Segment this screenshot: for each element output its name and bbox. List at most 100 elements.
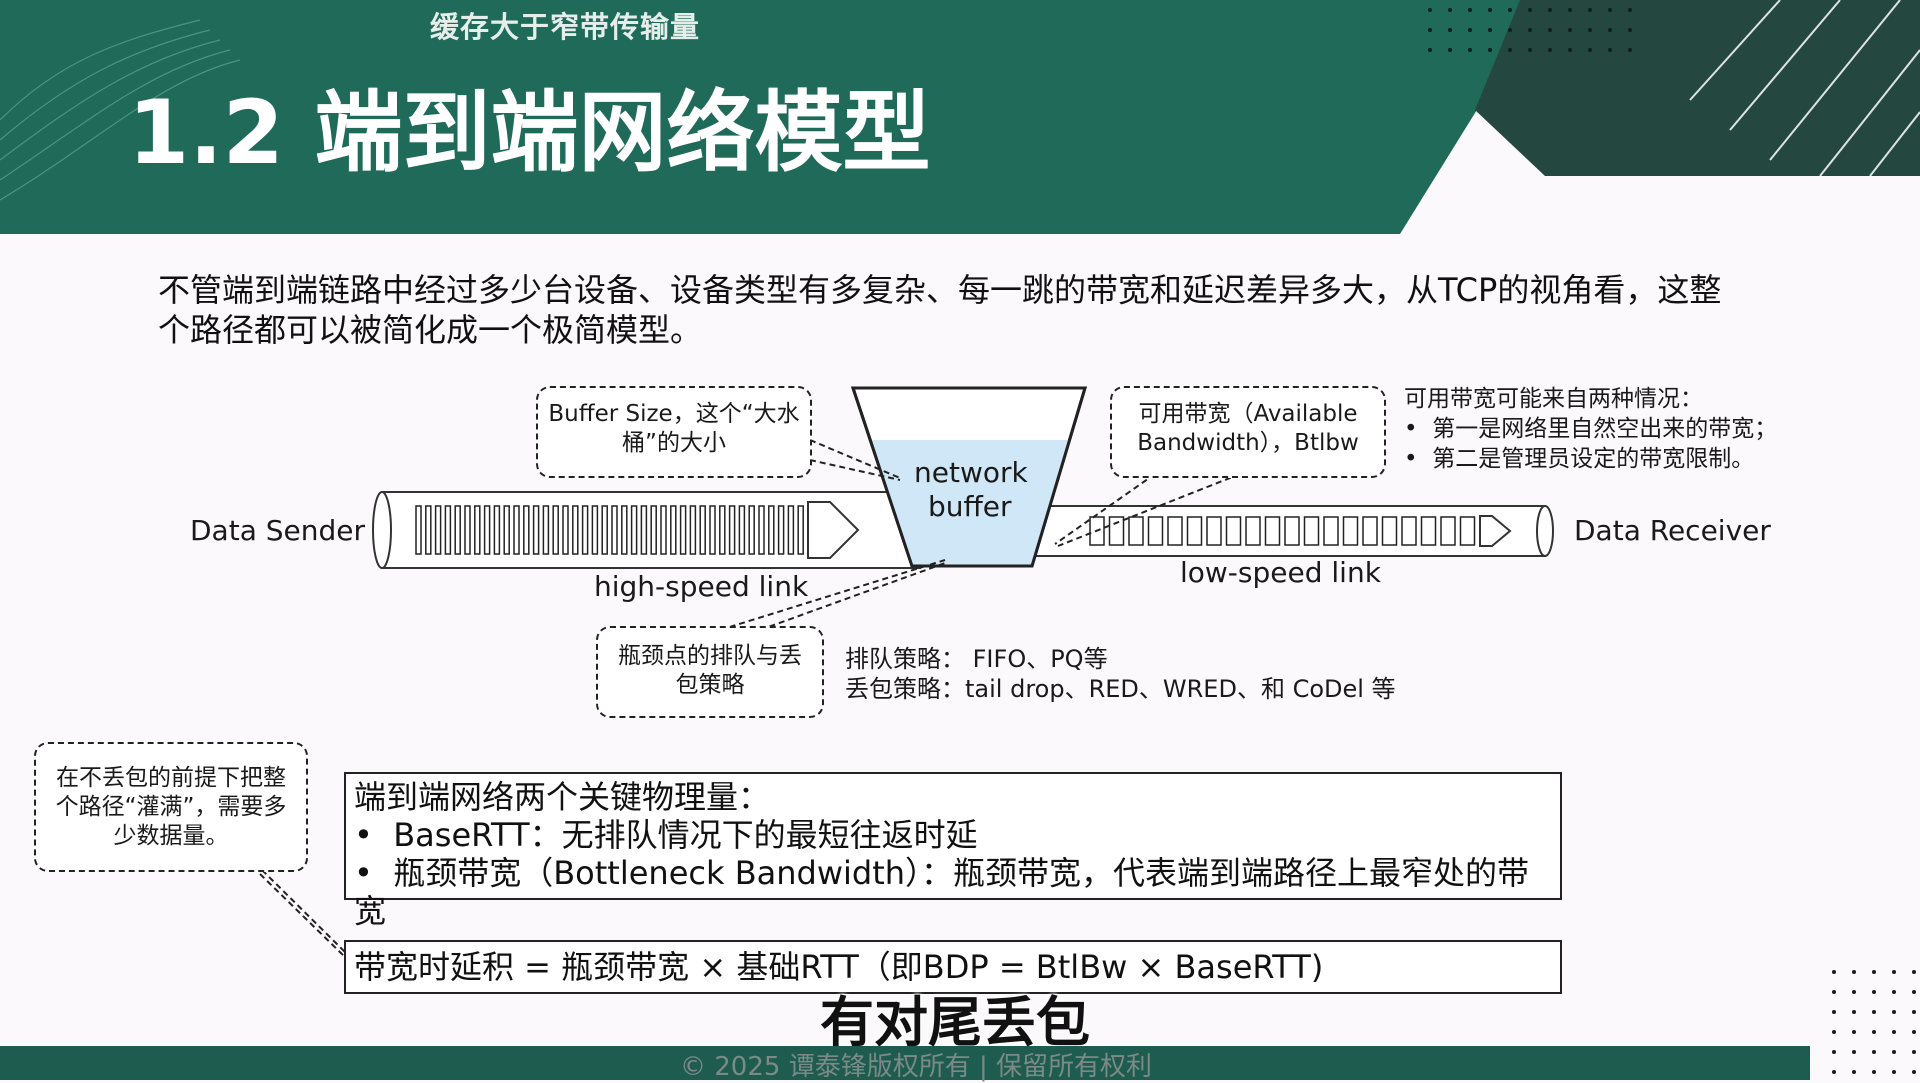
key-quantity-item: • BaseRTT：无排队情况下的最短往返时延 bbox=[354, 816, 978, 854]
page-title: 1.2 端到端网络模型 bbox=[128, 81, 931, 184]
available-bandwidth-item: • 第二是管理员设定的带宽限制。 bbox=[1404, 446, 1755, 472]
low-speed-packets bbox=[1089, 516, 1476, 546]
high-speed-packet bbox=[581, 505, 589, 555]
available-bandwidth-callout: 可用带宽（Available Bandwidth），Btlbw bbox=[1110, 386, 1386, 478]
high-speed-packet bbox=[503, 505, 510, 555]
copyright-text: © 2025 谭泰锋版权所有 | 保留所有权利 bbox=[680, 1052, 1152, 1082]
high-speed-packet bbox=[630, 505, 638, 555]
low-speed-packet bbox=[1108, 516, 1125, 546]
drop-strategy: 丢包策略：tail drop、RED、WRED、和 CoDel 等 bbox=[845, 675, 1396, 703]
high-speed-packet bbox=[474, 505, 481, 555]
high-speed-packet bbox=[689, 505, 697, 555]
available-bandwidth-item: • 第一是网络里自然空出来的带宽； bbox=[1404, 416, 1778, 442]
high-speed-packet bbox=[552, 505, 559, 555]
network-buffer-label-2: buffer bbox=[928, 490, 1012, 523]
header-banner bbox=[0, 0, 1920, 234]
key-quantities-box: 端到端网络两个关键物理量： • BaseRTT：无排队情况下的最短往返时延 • … bbox=[344, 772, 1562, 930]
low-speed-packet bbox=[1381, 516, 1398, 546]
low-speed-packet bbox=[1186, 516, 1203, 546]
high-speed-packet bbox=[621, 505, 628, 555]
high-speed-packet bbox=[464, 505, 471, 555]
high-speed-packet bbox=[797, 505, 804, 555]
high-speed-packet bbox=[572, 505, 579, 555]
high-speed-packet bbox=[650, 505, 657, 555]
queue-strategy: 排队策略： FIFO、PQ等 bbox=[845, 645, 1108, 673]
high-speed-packet bbox=[434, 505, 442, 555]
low-speed-packet bbox=[1362, 516, 1378, 546]
high-speed-packet bbox=[454, 505, 461, 555]
high-speed-packet bbox=[640, 505, 648, 555]
low-speed-packet bbox=[1303, 516, 1320, 546]
leader-lines bbox=[259, 439, 1241, 959]
data-sender-label: Data Sender bbox=[190, 514, 366, 547]
network-buffer-label-1: network bbox=[914, 456, 1028, 489]
full-path-callout: 在不丢包的前提下把整个路径“灌满”，需要多少数据量。 bbox=[34, 742, 308, 872]
high-speed-packet bbox=[709, 505, 716, 555]
high-speed-packet bbox=[670, 505, 677, 555]
high-speed-packet bbox=[532, 505, 540, 555]
low-speed-packet bbox=[1420, 516, 1437, 546]
high-speed-packet bbox=[699, 505, 706, 555]
video-subtitle: 有对尾丢包 bbox=[820, 991, 1090, 1054]
data-receiver-label: Data Receiver bbox=[1574, 514, 1771, 547]
low-speed-packet bbox=[1264, 516, 1281, 546]
available-bandwidth-heading: 可用带宽可能来自两种情况： bbox=[1404, 386, 1703, 412]
high-speed-packet bbox=[738, 505, 746, 555]
high-speed-packet bbox=[591, 505, 599, 555]
high-speed-packet bbox=[513, 505, 520, 555]
high-speed-packet bbox=[748, 505, 755, 555]
network-buffer-bucket bbox=[850, 386, 1088, 568]
high-speed-packet bbox=[562, 505, 569, 555]
low-speed-packet bbox=[1342, 516, 1359, 546]
intro-paragraph: 不管端到端链路中经过多少台设备、设备类型有多复杂、每一跳的带宽和延迟差异多大，从… bbox=[158, 271, 1722, 349]
bottleneck-callout: 瓶颈点的排队与丢包策略 bbox=[596, 626, 824, 718]
bdp-formula-box: 带宽时延积 = 瓶颈带宽 × 基础RTT（即BDP = BtlBw × Base… bbox=[344, 940, 1562, 994]
high-speed-packet bbox=[542, 505, 550, 555]
low-speed-packet bbox=[1459, 516, 1476, 546]
low-speed-packet bbox=[1167, 516, 1183, 546]
low-speed-packet bbox=[1225, 516, 1242, 546]
corner-dots-decoration bbox=[1832, 970, 1916, 1074]
low-speed-link-label: low-speed link bbox=[1180, 556, 1381, 589]
header-decoration-lines bbox=[1689, 0, 1920, 177]
header-wave-lines bbox=[0, 19, 241, 201]
high-speed-packet bbox=[758, 505, 765, 555]
high-speed-packet bbox=[660, 505, 667, 555]
high-speed-packet bbox=[768, 505, 775, 555]
high-speed-arrow bbox=[807, 501, 860, 559]
high-speed-packet bbox=[601, 505, 608, 555]
high-speed-packet bbox=[611, 505, 618, 555]
header-band bbox=[0, 0, 1545, 234]
low-speed-packet bbox=[1401, 516, 1417, 546]
available-bandwidth-note: 可用带宽（Available Bandwidth），Btlbw bbox=[1137, 401, 1359, 456]
buffer-size-note: Buffer Size，这个“大水桶”的大小 bbox=[548, 401, 800, 456]
high-speed-packet bbox=[425, 505, 432, 555]
high-speed-packet bbox=[523, 505, 530, 555]
high-speed-packet bbox=[777, 505, 785, 555]
low-speed-packet bbox=[1440, 516, 1456, 546]
low-speed-packet bbox=[1245, 516, 1261, 546]
full-path-note: 在不丢包的前提下把整个路径“灌满”，需要多少数据量。 bbox=[55, 765, 287, 849]
low-speed-packet bbox=[1128, 516, 1144, 546]
high-speed-packet bbox=[719, 505, 726, 555]
high-speed-packet bbox=[728, 505, 736, 555]
available-bandwidth-sources: 可用带宽可能来自两种情况： • 第一是网络里自然空出来的带宽； • 第二是管理员… bbox=[1404, 384, 1777, 474]
low-speed-packet bbox=[1147, 516, 1164, 546]
header-decoration-dots bbox=[1428, 8, 1632, 52]
high-speed-packet bbox=[787, 505, 795, 555]
key-quantities-heading: 端到端网络两个关键物理量： bbox=[354, 778, 771, 816]
high-speed-packet bbox=[679, 505, 687, 555]
low-speed-packet bbox=[1206, 516, 1222, 546]
section-supertitle: 缓存大于窄带传输量 bbox=[430, 10, 701, 44]
high-speed-packet bbox=[493, 505, 501, 555]
high-speed-link-label: high-speed link bbox=[594, 570, 809, 603]
bottleneck-note: 瓶颈点的排队与丢包策略 bbox=[618, 643, 802, 698]
high-speed-packets bbox=[415, 505, 804, 555]
footer-bar bbox=[0, 1046, 1810, 1080]
header-corner bbox=[1475, 0, 1920, 176]
bottleneck-strategies: 排队策略： FIFO、PQ等 丢包策略：tail drop、RED、WRED、和… bbox=[845, 644, 1396, 704]
buffer-size-callout: Buffer Size，这个“大水桶”的大小 bbox=[536, 386, 812, 478]
high-speed-packet bbox=[444, 505, 452, 555]
low-speed-arrow bbox=[1479, 515, 1512, 547]
